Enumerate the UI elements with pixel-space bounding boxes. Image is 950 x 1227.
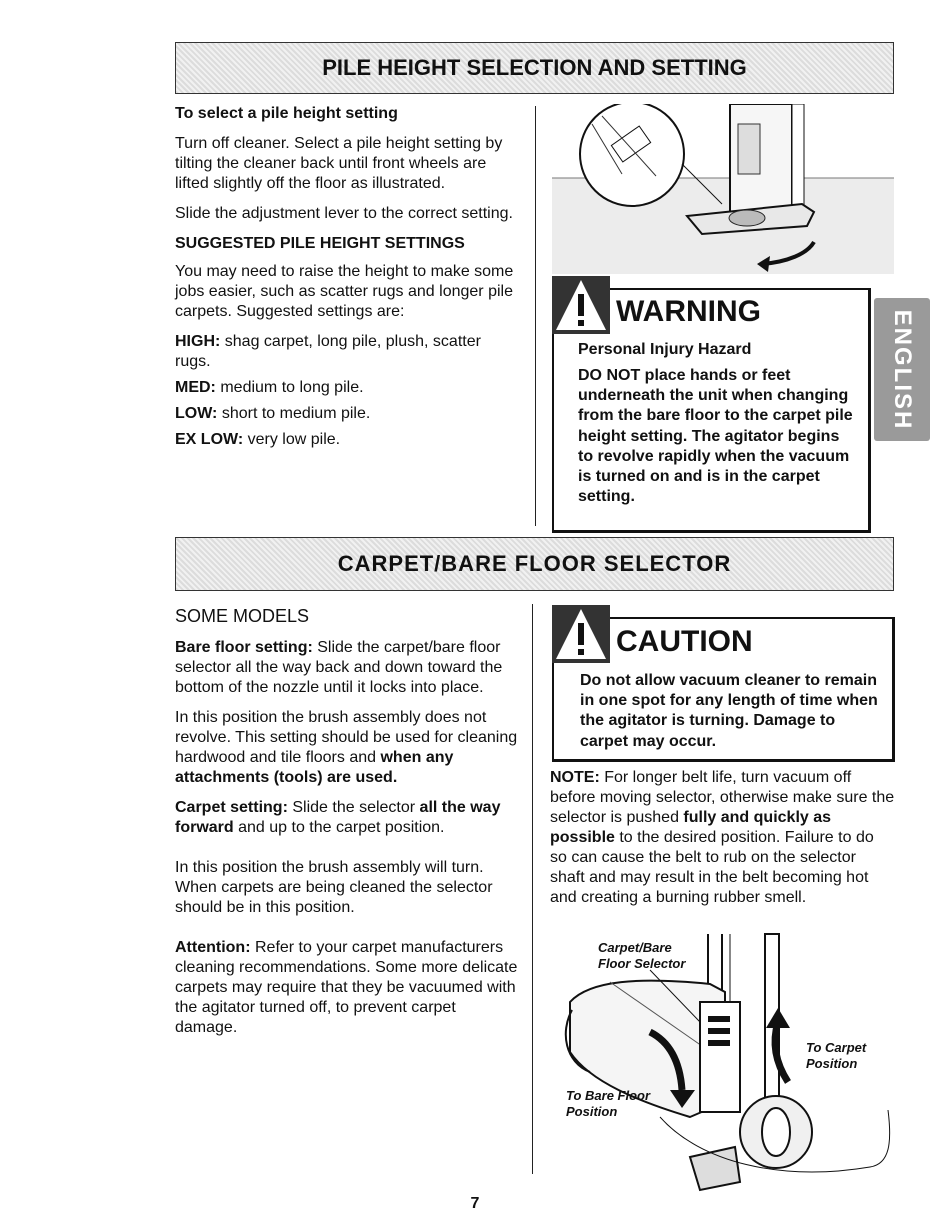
setting-ex-low: EX LOW: very low pile.: [175, 431, 341, 448]
selector-label: Carpet/Bare Floor Selector: [598, 940, 686, 971]
setting-high: HIGH: shag carpet, long pile, plush, sca…: [175, 333, 481, 370]
belt-note: NOTE: For longer belt life, turn vacuum …: [550, 769, 895, 906]
warning-title: WARNING: [616, 295, 761, 328]
setting-med: MED: medium to long pile.: [175, 379, 364, 396]
bare-floor-position-text: In this position the brush assembly does…: [175, 709, 518, 786]
section-heading-pile-height: PILE HEIGHT SELECTION AND SETTING: [175, 42, 894, 94]
warning-triangle-icon: [552, 276, 610, 334]
setting-low: LOW: short to medium pile.: [175, 405, 371, 422]
page-number: 7: [470, 1195, 480, 1212]
pile-height-text-column: To select a pile height setting Turn off…: [175, 104, 520, 460]
carpet-position-text: In this position the brush assembly will…: [175, 859, 493, 916]
attention-note: Attention: Refer to your carpet manufact…: [175, 939, 518, 1036]
select-pile-height-heading: To select a pile height setting: [175, 105, 398, 122]
caution-text: Do not allow vacuum cleaner to remain in…: [580, 672, 878, 750]
caution-box: CAUTION Do not allow vacuum cleaner to r…: [552, 605, 895, 762]
selector-illustration: [564, 933, 891, 1192]
suggested-settings-heading: SUGGESTED PILE HEIGHT SETTINGS: [175, 235, 465, 252]
warning-box: WARNING Personal Injury Hazard DO NOT pl…: [552, 276, 871, 533]
to-carpet-label: To Carpet Position: [806, 1040, 867, 1071]
carpet-setting: Carpet setting: Slide the selector all t…: [175, 799, 501, 836]
language-tab: ENGLISH: [874, 298, 930, 441]
pile-height-illustration: [552, 104, 894, 274]
column-divider-bottom: [532, 604, 533, 1174]
selector-text-column: SOME MODELS Bare floor setting: Slide th…: [175, 606, 520, 1048]
warning-text: DO NOT place hands or feet underneath th…: [578, 367, 853, 506]
column-divider-top: [535, 106, 536, 526]
section-heading-selector: CARPET/BARE FLOOR SELECTOR: [175, 537, 894, 591]
to-bare-floor-label: To Bare Floor Position: [566, 1088, 651, 1119]
suggested-settings-intro: You may need to raise the height to make…: [175, 263, 514, 320]
bare-floor-setting: Bare floor setting: Slide the carpet/bar…: [175, 639, 503, 696]
caution-triangle-icon: [552, 605, 610, 663]
tilt-instructions: Turn off cleaner. Select a pile height s…: [175, 135, 503, 192]
slide-lever-instruction: Slide the adjustment lever to the correc…: [175, 205, 513, 222]
caution-title: CAUTION: [616, 625, 753, 658]
warning-subtitle: Personal Injury Hazard: [578, 341, 752, 358]
some-models-label: SOME MODELS: [175, 606, 310, 626]
